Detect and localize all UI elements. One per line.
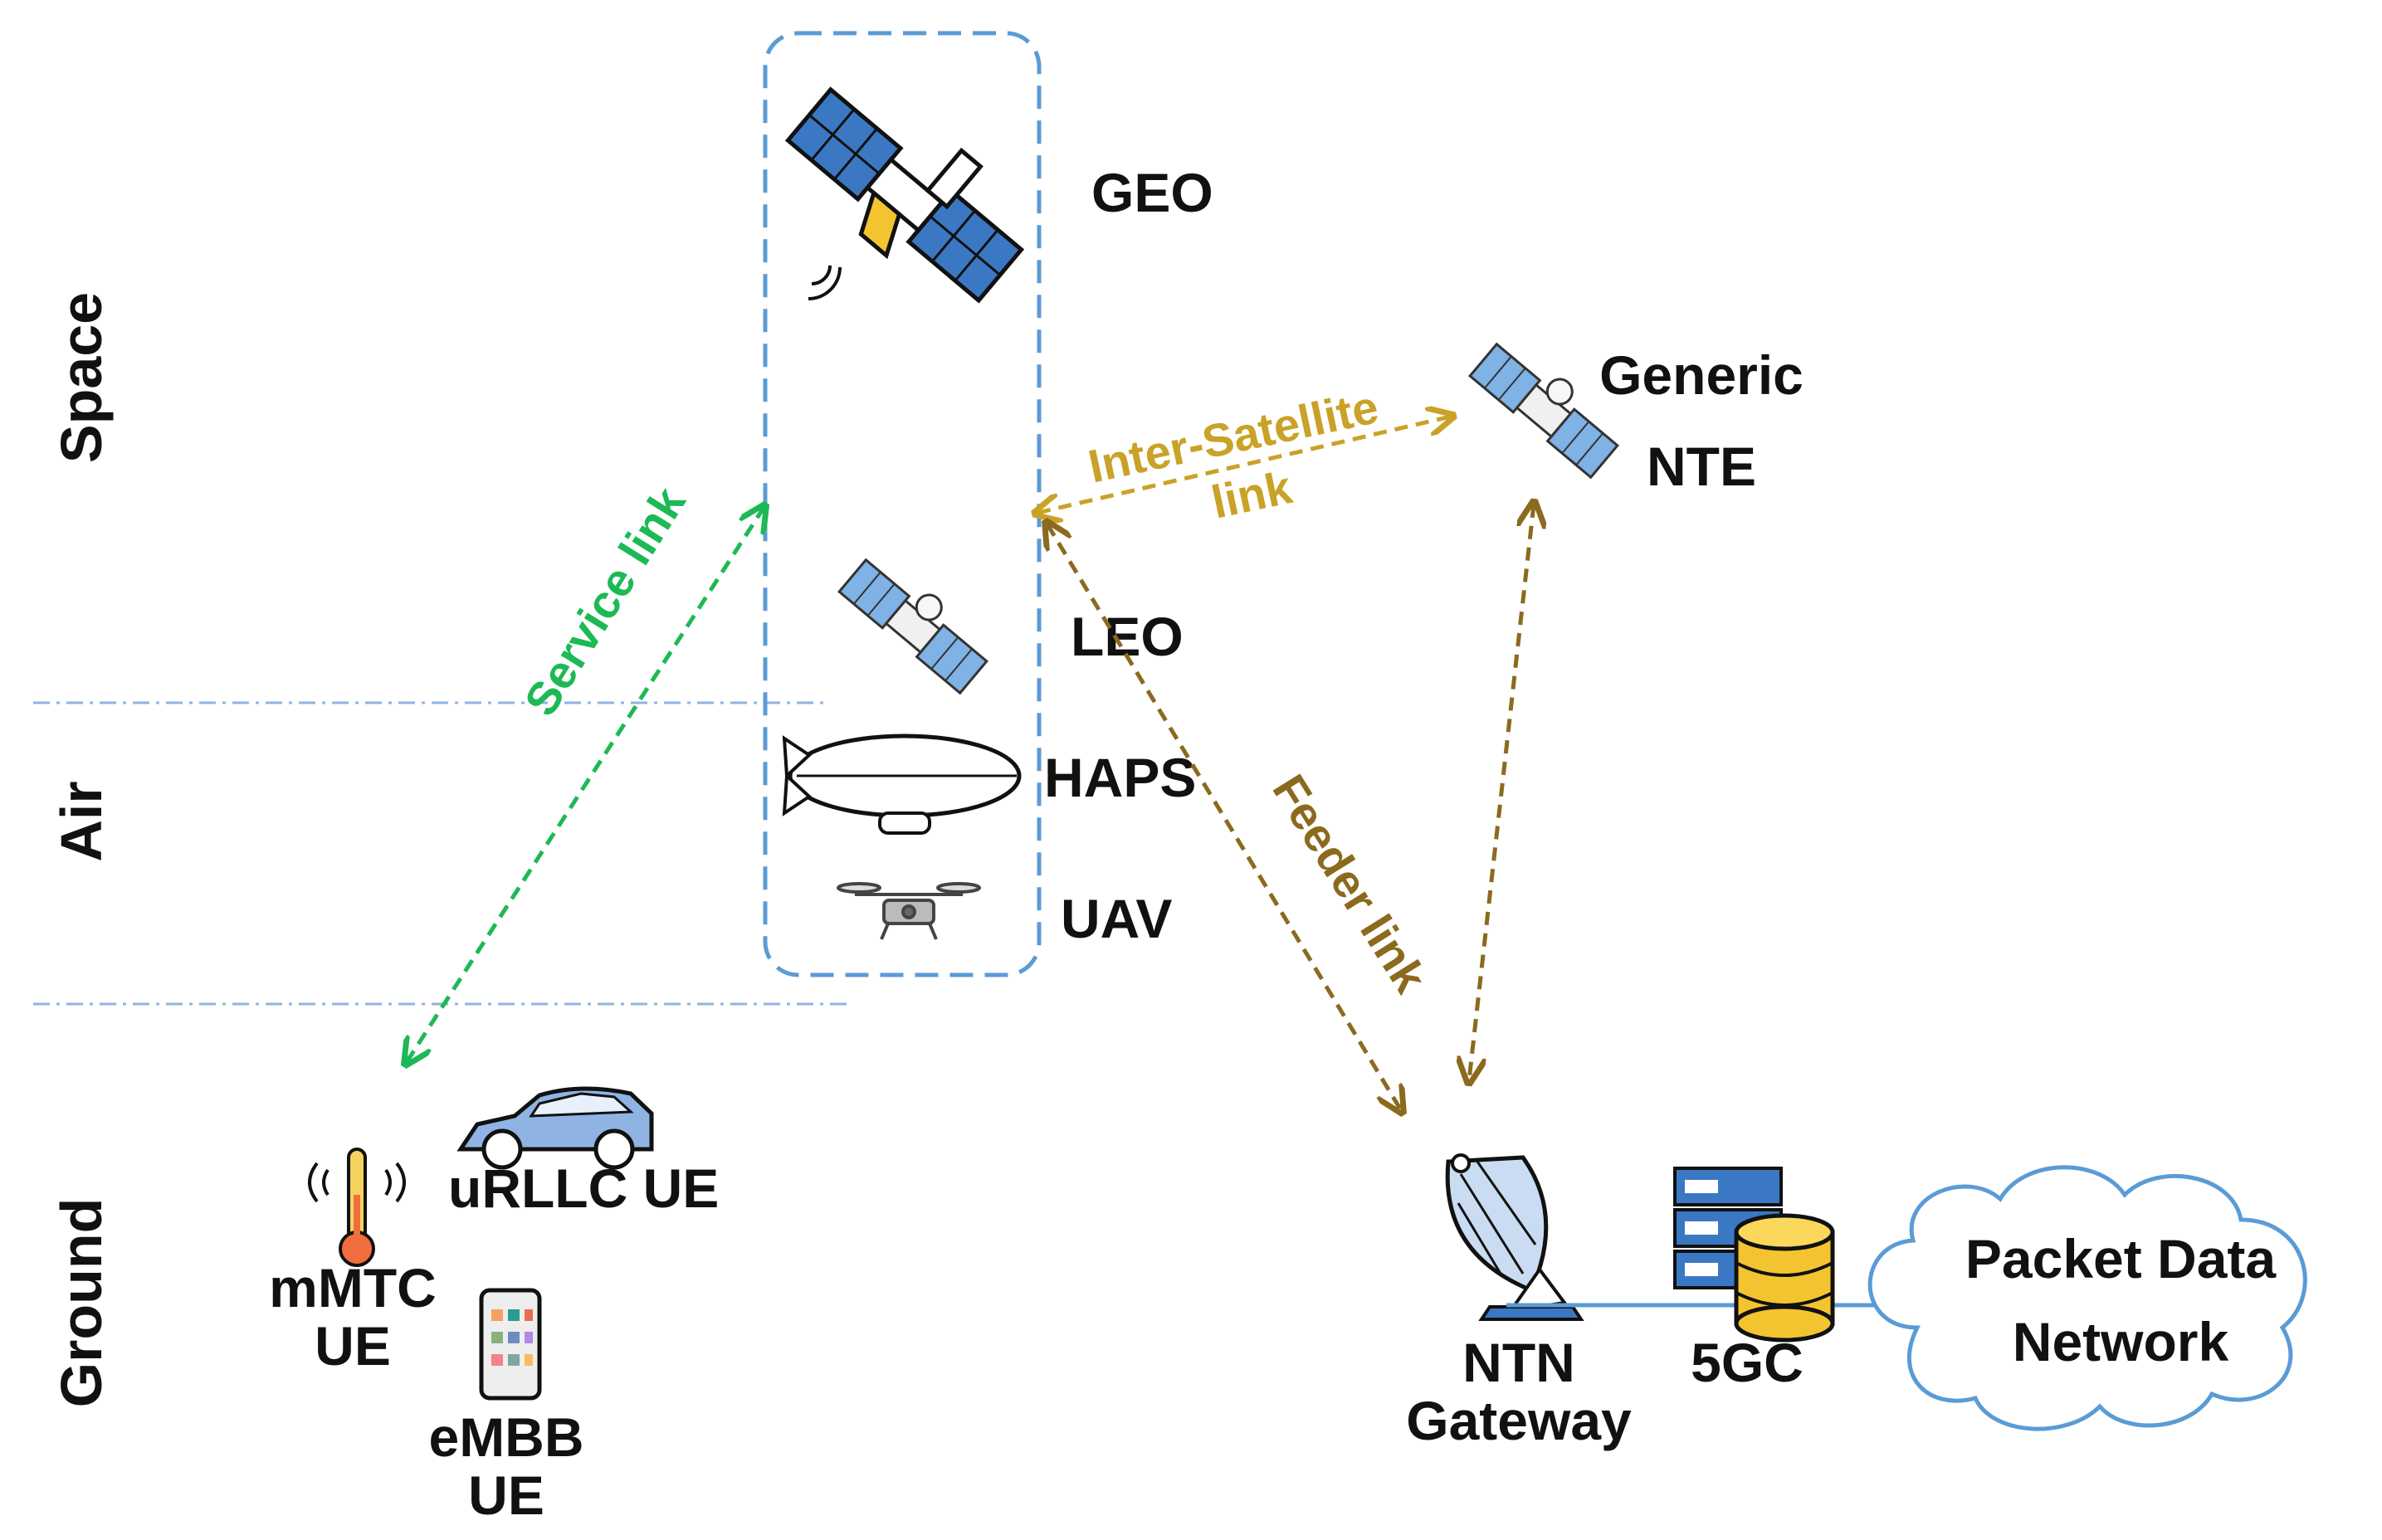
label-gateway: Gateway — [1406, 1390, 1632, 1451]
cloud-icon — [1867, 1165, 2307, 1431]
nte-gateway-link-arrow — [1469, 504, 1534, 1080]
label-service-link: Service link — [514, 477, 696, 724]
label-mmtc-ue: UE — [315, 1315, 391, 1377]
feeder-link-arrow — [1047, 524, 1401, 1110]
label-haps: HAPS — [1044, 747, 1196, 808]
car-icon — [456, 1086, 654, 1170]
airship-icon — [782, 733, 1022, 835]
drone-icon — [837, 882, 981, 940]
label-mmtc: mMTC — [269, 1257, 437, 1318]
dish-antenna-icon — [1445, 1153, 1584, 1321]
signal-waves-icon — [808, 265, 842, 300]
label-nte: NTE — [1647, 436, 1756, 497]
label-packet-data: Packet Data — [1965, 1228, 2277, 1289]
label-5gc: 5GC — [1691, 1332, 1804, 1393]
zone-label-space: Space — [49, 292, 114, 463]
label-ntn: NTN — [1462, 1332, 1575, 1393]
label-embb: eMBB — [428, 1406, 583, 1468]
satellite-icon — [1468, 342, 1619, 480]
service-link-arrow — [407, 508, 764, 1062]
label-inter-satellite-link: link — [1207, 461, 1296, 529]
database-icon — [1734, 1213, 1835, 1343]
label-network: Network — [2013, 1311, 2229, 1372]
zone-label-air: Air — [49, 781, 114, 861]
smartphone-icon — [479, 1288, 542, 1401]
thermometer-icon — [308, 1148, 406, 1267]
satellite-icon — [837, 558, 988, 695]
label-uav: UAV — [1061, 888, 1172, 949]
satellite-icon — [784, 86, 1025, 304]
label-geo: GEO — [1091, 162, 1213, 223]
label-urllc-ue: uRLLC UE — [448, 1157, 719, 1219]
label-feeder-link: Feeder link — [1262, 766, 1437, 1002]
zone-label-ground: Ground — [49, 1198, 114, 1408]
inter-satellite-link-arrow — [1037, 417, 1451, 513]
label-generic: Generic — [1599, 344, 1804, 406]
label-embb-ue: UE — [468, 1464, 544, 1526]
